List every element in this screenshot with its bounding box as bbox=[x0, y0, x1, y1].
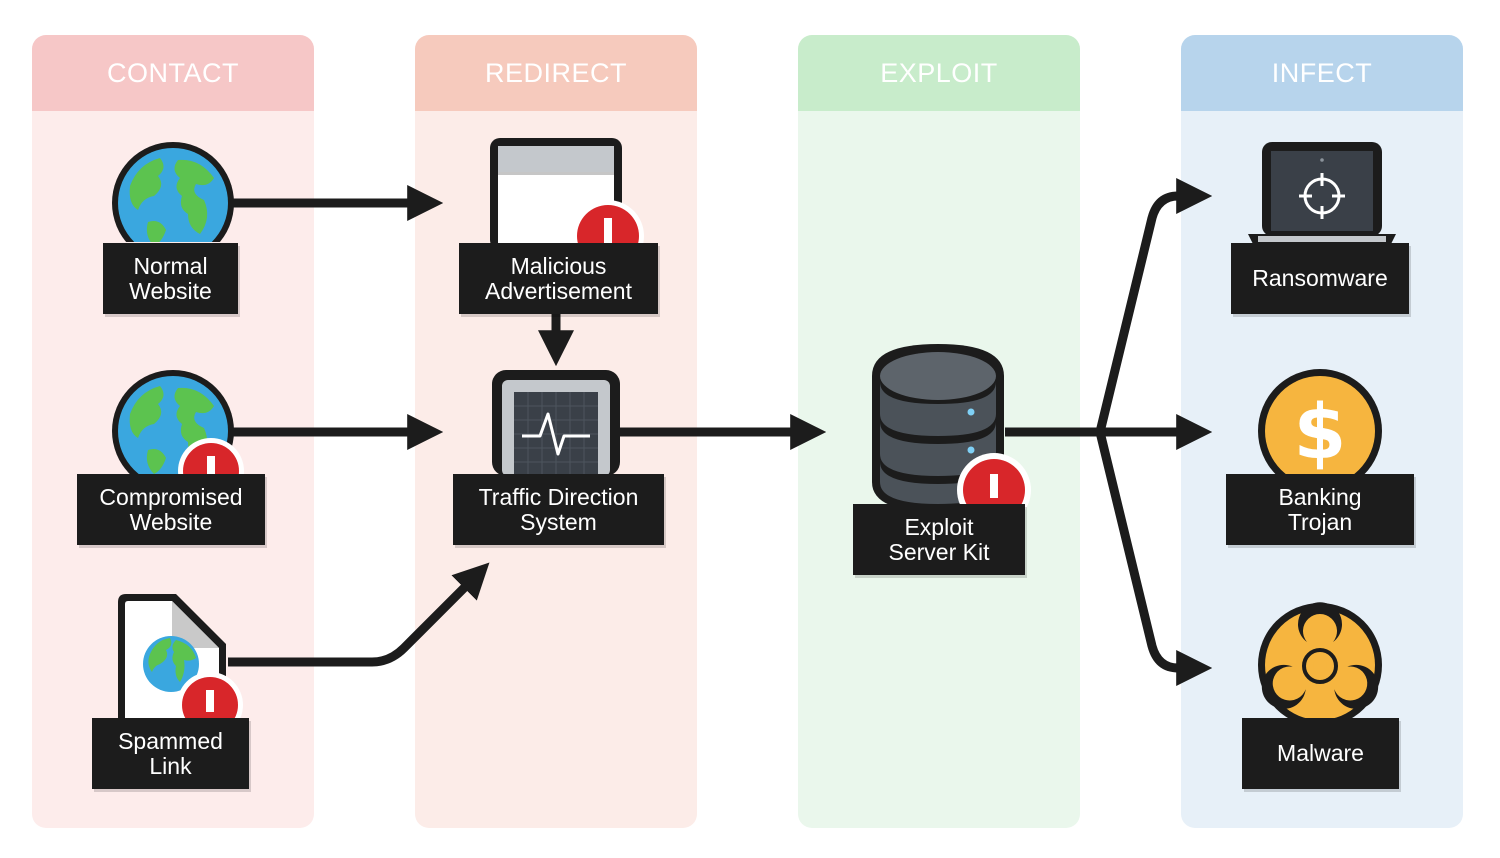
spammed-link-line1: Spammed bbox=[118, 727, 223, 754]
malicious-advertisement-line1: Malicious bbox=[510, 252, 607, 279]
label-spammed-link[interactable]: Spammed Link bbox=[92, 718, 249, 789]
label-exploit-server-kit[interactable]: Exploit Server Kit bbox=[853, 504, 1025, 575]
browser-window-alert-icon bbox=[490, 138, 650, 250]
globe-alert-icon bbox=[108, 366, 248, 496]
laptop-crosshair-icon bbox=[1244, 142, 1400, 246]
svg-text:$: $ bbox=[1294, 387, 1347, 476]
biohazard-icon bbox=[1255, 600, 1385, 720]
traffic-direction-system-line2: System bbox=[520, 508, 597, 535]
globe-icon bbox=[108, 138, 238, 268]
compromised-website-line2: Website bbox=[129, 508, 213, 535]
arrow-spam-to-tds bbox=[228, 562, 490, 667]
arrow-exploit-to-malware bbox=[1095, 430, 1213, 686]
exploit-server-kit-line2: Server Kit bbox=[888, 538, 990, 565]
label-banking-trojan[interactable]: Banking Trojan bbox=[1226, 474, 1414, 545]
monitor-pulse-icon bbox=[492, 370, 622, 476]
lane-title-contact: CONTACT bbox=[32, 35, 314, 111]
label-normal-website[interactable]: Normal Website bbox=[103, 243, 238, 314]
arrow-exploit-to-ransomware bbox=[1095, 178, 1213, 434]
normal-website-line2: Website bbox=[129, 277, 212, 304]
label-ransomware[interactable]: Ransomware bbox=[1231, 243, 1409, 314]
banking-trojan-line2: Trojan bbox=[1287, 508, 1353, 535]
dollar-coin-icon: $ bbox=[1255, 366, 1385, 486]
traffic-direction-system-line1: Traffic Direction bbox=[478, 483, 639, 510]
exploit-server-kit-line1: Exploit bbox=[904, 513, 974, 540]
label-malicious-advertisement[interactable]: Malicious Advertisement bbox=[459, 243, 658, 314]
label-traffic-direction-system[interactable]: Traffic Direction System bbox=[453, 474, 664, 545]
spammed-link-line2: Link bbox=[149, 752, 192, 779]
label-compromised-website[interactable]: Compromised Website bbox=[77, 474, 265, 545]
label-malware[interactable]: Malware bbox=[1242, 718, 1399, 789]
database-alert-icon bbox=[870, 342, 1040, 512]
ransomware-line1: Ransomware bbox=[1252, 265, 1388, 291]
malware-line1: Malware bbox=[1277, 740, 1364, 766]
compromised-website-line1: Compromised bbox=[99, 483, 243, 510]
document-globe-alert-icon bbox=[114, 592, 249, 722]
lane-title-exploit: EXPLOIT bbox=[798, 35, 1080, 111]
lane-title-infect: INFECT bbox=[1181, 35, 1463, 111]
malicious-advertisement-line2: Advertisement bbox=[484, 277, 632, 304]
banking-trojan-line1: Banking bbox=[1278, 483, 1362, 510]
normal-website-line1: Normal bbox=[133, 252, 208, 279]
lane-title-redirect: REDIRECT bbox=[415, 35, 697, 111]
